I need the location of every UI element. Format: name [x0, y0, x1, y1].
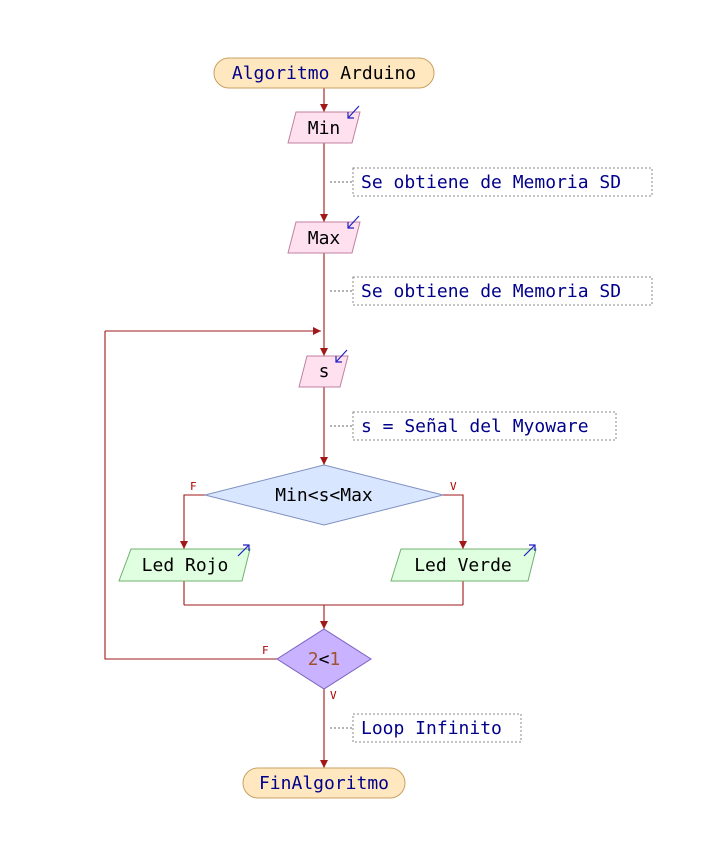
output-led-rojo: Led Rojo — [118, 544, 251, 582]
note-s: s = Señal del Myoware — [330, 411, 617, 441]
note-loop: Loop Infinito — [330, 713, 522, 743]
note-min-text: Se obtiene de Memoria SD — [361, 172, 621, 193]
loop-true-label: V — [330, 689, 337, 702]
input-s-label: s — [319, 361, 330, 382]
note-max: Se obtiene de Memoria SD — [330, 276, 653, 306]
edges — [104, 88, 467, 768]
loop-rhs: 1 — [329, 649, 340, 670]
edge-decision-true — [443, 494, 467, 549]
edge-loop-back — [104, 331, 277, 660]
input-min-label: Min — [308, 118, 341, 139]
input-arrow-icon — [347, 105, 360, 119]
svg-text:2<1: 2<1 — [308, 649, 341, 670]
output-led-verde: Led Verde — [390, 544, 537, 582]
input-s: s — [298, 349, 349, 388]
decision-false-label: F — [190, 480, 197, 493]
decision-node: Min<s<Max F V — [190, 464, 457, 526]
note-min: Se obtiene de Memoria SD — [330, 167, 653, 197]
input-min: Min — [287, 105, 361, 144]
input-arrow-icon — [347, 215, 360, 229]
start-keyword: Algoritmo — [232, 63, 330, 84]
end-label: FinAlgoritmo — [259, 773, 389, 794]
decision-true-label: V — [450, 480, 457, 493]
decision-label: Min<s<Max — [275, 485, 373, 506]
loop-false-label: F — [262, 644, 269, 657]
note-s-text: s = Señal del Myoware — [361, 416, 589, 437]
start-name: Arduino — [329, 63, 416, 84]
output-arrow-icon — [237, 544, 250, 557]
loop-op: < — [319, 649, 330, 670]
input-max-label: Max — [308, 228, 341, 249]
input-max: Max — [287, 215, 361, 254]
note-loop-text: Loop Infinito — [361, 718, 502, 739]
svg-text:Algoritmo Arduino: Algoritmo Arduino — [232, 63, 416, 84]
note-max-text: Se obtiene de Memoria SD — [361, 281, 621, 302]
loop-lhs: 2 — [308, 649, 319, 670]
output-arrow-icon — [523, 544, 536, 557]
edge-decision-false — [180, 494, 205, 549]
output-led-verde-label: Led Verde — [414, 555, 512, 576]
end-terminal: FinAlgoritmo — [242, 767, 406, 799]
output-led-rojo-label: Led Rojo — [142, 555, 229, 576]
input-arrow-icon — [335, 349, 348, 363]
loop-condition-node: 2<1 F V — [262, 628, 372, 702]
start-terminal: Algoritmo Arduino — [213, 57, 435, 89]
